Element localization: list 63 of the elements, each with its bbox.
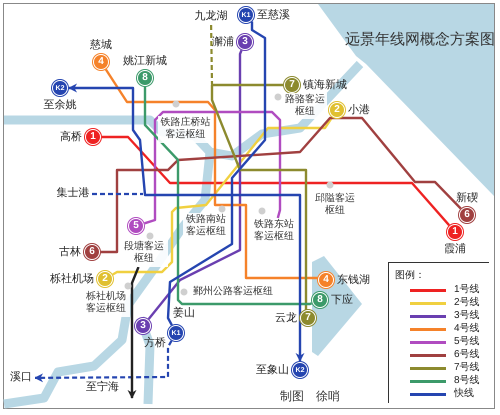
- arrow: [34, 340, 172, 382]
- legend-text: 6号线: [454, 349, 480, 361]
- metro-line: [92, 192, 143, 196]
- station-label: 姚江新城: [123, 54, 167, 68]
- arrow: [128, 266, 140, 399]
- line-badge: 6: [459, 207, 475, 223]
- line-badge: 3: [135, 318, 151, 334]
- line-badge: 6: [84, 244, 100, 260]
- line-badge: 8: [137, 70, 153, 86]
- legend-text: 2号线: [454, 297, 480, 309]
- line-badge: 4: [93, 54, 109, 70]
- station-label: 高桥: [60, 130, 82, 144]
- metro-line: [112, 116, 333, 276]
- station-label: 姜山: [173, 306, 195, 320]
- station-label: 至象山: [256, 363, 289, 377]
- legend-text: 1号线: [454, 284, 480, 296]
- legend-text: 7号线: [454, 362, 480, 374]
- metro-line: [104, 68, 320, 280]
- station-label: 新碶: [456, 191, 478, 205]
- metro-line: [166, 20, 266, 326]
- station-label: 至慈溪: [257, 8, 290, 22]
- legend-text: 3号线: [454, 310, 480, 322]
- station-label: 下应: [331, 293, 353, 307]
- line-badge: 5: [128, 218, 144, 234]
- station-label: 云龙: [275, 311, 297, 325]
- map-title: 远景年线网概念方案图: [345, 30, 495, 49]
- legend-text: 4号线: [454, 323, 480, 335]
- edge-label: 至宁海: [84, 381, 121, 394]
- hub-label: 路骆客运枢纽: [283, 93, 327, 119]
- line-badge: 4: [318, 272, 334, 288]
- line-badge: 1: [447, 224, 463, 240]
- legend-text: 快线: [454, 388, 474, 400]
- metro-line: [210, 24, 214, 84]
- credit-text: 徐哨: [316, 388, 340, 405]
- station-label: 慈城: [90, 38, 112, 52]
- legend-text: 5号线: [454, 336, 480, 348]
- station-label: 东钱湖: [337, 273, 370, 287]
- station-label: 栎社机场: [50, 272, 94, 286]
- line-badge: 2: [329, 102, 345, 118]
- metro-line: [148, 50, 243, 320]
- metro-line: [210, 84, 308, 312]
- metro-line: [101, 116, 462, 254]
- hub-label: 铁路庄桥站客运枢纽: [158, 116, 213, 143]
- arrow: [68, 84, 304, 362]
- credit-text: 制图: [280, 388, 304, 405]
- line-badge: 7: [300, 310, 316, 326]
- line-badge: 2: [97, 271, 113, 287]
- station-label: 至余姚: [44, 98, 76, 112]
- station-label: 古林: [59, 245, 81, 259]
- station-label: 霞浦: [444, 242, 466, 256]
- line-badge: 3: [237, 34, 253, 50]
- line-badge: 8: [312, 292, 328, 308]
- legend-title: 图例：: [395, 269, 425, 282]
- station-label: 方桥: [144, 336, 166, 350]
- line-badge: 7: [284, 77, 300, 93]
- metro-line: [144, 87, 312, 306]
- station-label: 小港: [348, 103, 370, 117]
- line-badge: 1: [85, 129, 101, 145]
- metro-line: [102, 136, 450, 226]
- metro-line: [144, 110, 282, 224]
- legend-text: 8号线: [454, 375, 480, 387]
- station-label: 镇海新城: [303, 78, 347, 92]
- station-label: 澥浦: [212, 35, 234, 49]
